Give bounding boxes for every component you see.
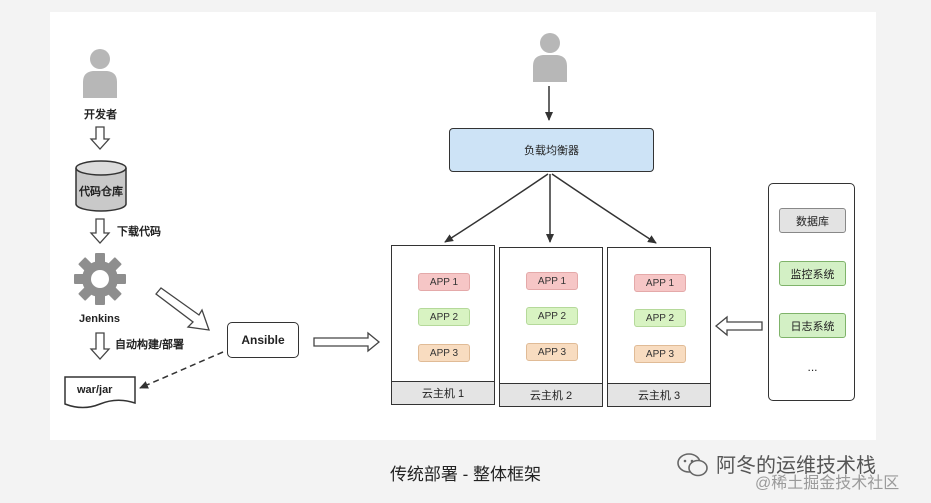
wechat-icon bbox=[676, 452, 710, 483]
artifact-label: war/jar bbox=[77, 384, 113, 396]
service-database: 数据库 bbox=[779, 208, 846, 233]
diagram-caption: 传统部署 - 整体框架 bbox=[389, 465, 542, 484]
user-icon bbox=[530, 30, 570, 86]
repo-label: 代码仓库 bbox=[79, 186, 123, 198]
arrow-jenkins-to-artifact bbox=[89, 332, 111, 360]
app-2-badge: APP 2 bbox=[526, 307, 578, 325]
download-label: 下载代码 bbox=[117, 226, 161, 238]
arrow-jenkins-to-ansible bbox=[155, 287, 210, 331]
ansible-label: Ansible bbox=[241, 333, 285, 347]
arrow-repo-to-jenkins bbox=[89, 218, 111, 244]
services-panel: 数据库 监控系统 日志系统 ... bbox=[768, 183, 855, 401]
app-1-badge: APP 1 bbox=[526, 272, 578, 290]
host-name: 云主机 1 bbox=[392, 381, 494, 404]
app-2-badge: APP 2 bbox=[418, 308, 470, 326]
arrow-dev-to-repo bbox=[89, 126, 111, 150]
document-icon bbox=[64, 376, 136, 417]
app-3-badge: APP 3 bbox=[418, 344, 470, 362]
arrow-lb-to-host3 bbox=[551, 173, 657, 244]
database-icon bbox=[74, 160, 128, 219]
cloud-host-1: APP 1 APP 2 APP 3 云主机 1 bbox=[391, 245, 495, 405]
app-1-badge: APP 1 bbox=[634, 274, 686, 292]
service-more: ... bbox=[807, 359, 818, 374]
app-3-badge: APP 3 bbox=[526, 343, 578, 361]
arrow-services-to-hosts bbox=[714, 315, 763, 337]
auto-build-label: 自动构建/部署 bbox=[115, 339, 185, 351]
watermark-title: 阿冬的运维技术栈 bbox=[716, 455, 876, 477]
app-2-badge: APP 2 bbox=[634, 309, 686, 327]
watermark-subtitle: @稀土掘金技术社区 bbox=[755, 475, 900, 492]
service-monitoring: 监控系统 bbox=[779, 261, 846, 286]
gear-icon bbox=[73, 252, 127, 311]
arrow-lb-to-host1 bbox=[444, 173, 549, 243]
service-logging: 日志系统 bbox=[779, 313, 846, 338]
arrow-ansible-to-hosts bbox=[313, 331, 381, 353]
jenkins-label: Jenkins bbox=[79, 313, 120, 325]
ansible-node: Ansible bbox=[227, 322, 299, 358]
developer-icon bbox=[80, 46, 120, 102]
load-balancer: 负载均衡器 bbox=[449, 128, 654, 172]
cloud-host-3: APP 1 APP 2 APP 3 云主机 3 bbox=[607, 247, 711, 407]
host-name: 云主机 3 bbox=[608, 383, 710, 406]
arrow-ansible-to-artifact bbox=[139, 351, 224, 389]
developer-label: 开发者 bbox=[84, 109, 117, 121]
app-1-badge: APP 1 bbox=[418, 273, 470, 291]
cloud-host-2: APP 1 APP 2 APP 3 云主机 2 bbox=[499, 247, 603, 407]
host-name: 云主机 2 bbox=[500, 383, 602, 406]
app-3-badge: APP 3 bbox=[634, 345, 686, 363]
load-balancer-label: 负载均衡器 bbox=[524, 145, 579, 157]
